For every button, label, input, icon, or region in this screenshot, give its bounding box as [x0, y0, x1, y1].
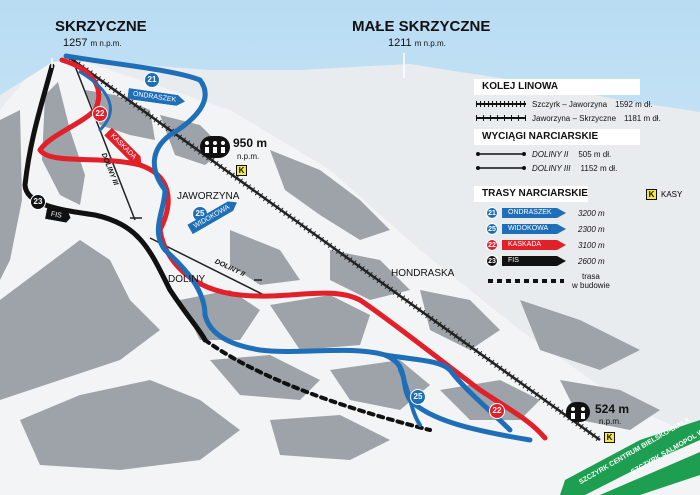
cable-car-lines	[68, 55, 602, 443]
place-jaworzyna: JAWORZYNA	[177, 191, 240, 202]
trasa-badge-22: 22	[486, 239, 498, 251]
bottom-station-altitude: 524 m	[595, 402, 630, 416]
legend-kolej-row-2: Jaworzyna – Skrzyczne 1181 m dł.	[474, 111, 661, 125]
legend: KOLEJ LINOWA Szczyrk – Jaworzyna 1592 m …	[474, 79, 661, 291]
legend-kolej-2-length: 1181 m dł.	[624, 113, 661, 123]
peak-male-alt-unit: m n.p.m.	[414, 39, 446, 48]
run-badge-21: 21	[144, 72, 160, 88]
bottom-station-unit: n.p.m.	[599, 417, 622, 426]
run-badge-23: 23	[30, 194, 46, 210]
legend-kasy-label: KASY	[661, 190, 683, 199]
peak-male-altitude: 1211 m n.p.m.	[388, 37, 446, 49]
peak-skrzyczne-name: SKRZYCZNE	[55, 18, 147, 35]
trasa-tag-ondraszek: ONDRASZEK	[502, 208, 566, 218]
legend-wyciag-1-name: DOLINY II	[532, 149, 569, 159]
run-badge-22: 22	[92, 106, 108, 122]
trasa-badge-23: 23	[486, 255, 498, 267]
legend-wyciag-1-length: 505 m dł.	[578, 149, 612, 159]
legend-kolej-1-length: 1592 m dł.	[615, 99, 653, 109]
legend-budowa-line2: w budowie	[572, 281, 610, 290]
peak-male-alt-value: 1211	[388, 37, 412, 49]
legend-trasy-title: TRASY NARCIARSKIE	[474, 186, 588, 202]
kasy-icon-top: K	[236, 165, 247, 176]
trasa-tag-fis: FIS	[502, 256, 566, 266]
summit-markers	[51, 53, 405, 78]
legend-trasa-row-23: 23 FIS 2600 m	[474, 254, 640, 268]
kasy-icon: K	[646, 189, 657, 200]
peak-skrzyczne-altitude: 1257 m n.p.m.	[63, 37, 122, 49]
legend-wyciag-row-1: DOLINY II 505 m dł.	[474, 147, 640, 161]
bottom-station-icon	[566, 402, 590, 422]
ski-runs	[22, 53, 548, 443]
drag-lift-line-icon	[476, 152, 526, 156]
run-badge-22-lower: 22	[489, 403, 505, 419]
kasy-icon-bottom: K	[604, 432, 615, 443]
run-badge-25-lower: 25	[410, 389, 426, 405]
legend-wyciag-2-name: DOLINY III	[532, 163, 571, 173]
peak-skrzyczne-alt-unit: m n.p.m.	[90, 39, 122, 48]
peak-skrzyczne-alt-value: 1257	[63, 37, 88, 49]
legend-wyciag-row-2: DOLINY III 1152 m dł.	[474, 161, 640, 175]
trasa-tag-widokowa: WIDOKOWA	[502, 224, 566, 234]
legend-trasa-row-25: 25 WIDOKOWA 2300 m	[474, 222, 640, 236]
legend-kasy: K KASY	[646, 189, 682, 200]
top-station-altitude: 950 m	[233, 136, 268, 150]
cable-car-line-icon	[476, 101, 526, 107]
trasa-length-21: 3200 m	[578, 208, 605, 218]
legend-kolej-row-1: Szczyrk – Jaworzyna 1592 m dł.	[474, 97, 653, 111]
top-station-icon	[200, 136, 230, 158]
place-hondraska: HONDRASKA	[391, 268, 455, 279]
peak-male-name: MAŁE SKRZYCZNE	[352, 18, 491, 35]
trasa-length-23: 2600 m	[578, 256, 605, 266]
top-station-unit: n.p.m.	[237, 152, 260, 161]
legend-wyciagi-title: WYCIĄGI NARCIARSKIE	[474, 129, 640, 145]
legend-trasa-row-21: 21 ONDRASZEK 3200 m	[474, 206, 640, 220]
roads	[560, 420, 700, 495]
legend-trasa-row-22: 22 KASKADA 3100 m	[474, 238, 640, 252]
legend-kolej-2-name: Jaworzyna – Skrzyczne	[532, 113, 617, 123]
place-doliny: DOLINY	[168, 274, 206, 285]
trasa-length-25: 2300 m	[578, 224, 605, 234]
cable-car-line-icon	[476, 115, 526, 121]
legend-kolej-title: KOLEJ LINOWA	[474, 79, 640, 95]
trasa-length-22: 3100 m	[578, 240, 605, 250]
legend-kolej-1-name: Szczyrk – Jaworzyna	[532, 99, 608, 109]
trasa-badge-21: 21	[486, 207, 498, 219]
trasa-badge-25: 25	[486, 223, 498, 235]
legend-budowa-line1: trasa	[582, 272, 600, 281]
trasa-tag-kaskada: KASKADA	[502, 240, 566, 250]
under-construction-line-icon	[488, 279, 564, 283]
drag-lifts	[74, 65, 271, 299]
legend-wyciag-2-length: 1152 m dł.	[580, 163, 618, 173]
drag-lift-line-icon	[476, 166, 526, 170]
